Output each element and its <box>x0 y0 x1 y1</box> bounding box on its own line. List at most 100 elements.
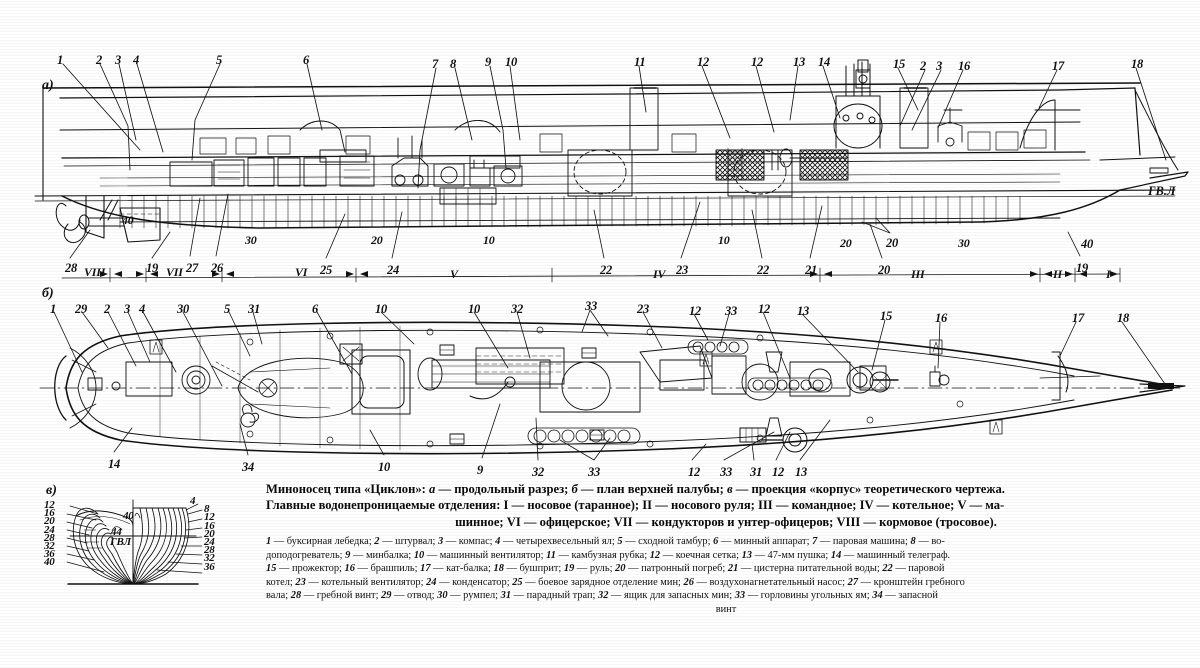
callout-number: 2 <box>104 302 111 316</box>
caption-title: Миноносец типа «Циклон»: <box>266 482 426 496</box>
waterline-label: ГВ.Л <box>1148 184 1176 198</box>
callout-number: 12 <box>697 55 710 69</box>
view-tag-v: в) <box>46 483 57 498</box>
view-tag-b: б) <box>42 286 54 301</box>
caption-b-text: — план верхней палубы; <box>577 482 727 496</box>
body-plan-station-label-right: 36 <box>204 560 215 573</box>
callout-number: 12 <box>758 302 771 316</box>
legend-line: котел; 23 — котельный вентилятор; 24 — к… <box>266 576 965 588</box>
callout-number: 9 <box>477 463 484 477</box>
legend-block: 1 — буксирная лебедка; 2 — штурвал; 3 — … <box>266 535 1186 616</box>
callout-number: 3 <box>115 53 122 67</box>
legend-line: 1 — буксирная лебедка; 2 — штурвал; 3 — … <box>266 536 945 548</box>
callout-number: 10 <box>378 460 391 474</box>
body-plan-station-label-right: 8 <box>204 503 210 516</box>
callout-number: 16 <box>958 59 971 73</box>
callout-number: 32 <box>511 302 524 316</box>
caption-a-letter: а <box>429 482 436 496</box>
callout-number: 18 <box>1131 57 1144 71</box>
compartment-roman-label: III <box>911 267 925 281</box>
callout-number: 32 <box>532 465 545 479</box>
callout-number: 26 <box>211 261 224 275</box>
callout-number: 19 <box>1076 261 1089 275</box>
callout-number: 33 <box>588 465 601 479</box>
body-plan-station-label-left: 36 <box>44 548 55 561</box>
callout-number: 13 <box>797 304 810 318</box>
body-plan-station-label-left: 12 <box>44 499 55 511</box>
callout-number: 1 <box>50 302 57 316</box>
callout-number: 33 <box>725 304 738 318</box>
callout-number: 17 <box>1072 311 1085 325</box>
compartment-roman-label: VI <box>295 265 308 279</box>
compartment-roman-label: II <box>1053 267 1062 281</box>
callout-number: 33 <box>720 465 733 479</box>
body-plan-station-label-right: 16 <box>204 519 215 532</box>
callout-number: 17 <box>1052 59 1065 73</box>
callout-number: 11 <box>634 55 646 69</box>
callout-number: 3 <box>936 59 943 73</box>
legend-line: вала; 28 — гребной винт; 29 — отвод; 30 … <box>266 590 938 602</box>
callout-number: 31 <box>248 302 261 316</box>
body-plan-station-label-right: 28 <box>204 544 215 557</box>
callout-number: 14 <box>818 55 831 69</box>
frame-number: 30 <box>958 236 970 250</box>
body-plan-station-label-left: 32 <box>44 540 55 552</box>
callout-number: 21 <box>805 263 818 277</box>
callout-number: 20 <box>878 263 891 277</box>
frame-number: 30 <box>245 233 257 247</box>
callout-number: 6 <box>303 53 310 67</box>
compartment-roman-label: VIII <box>84 265 106 279</box>
callout-number: 7 <box>432 57 439 71</box>
body-plan-station-label: 40 <box>123 510 134 522</box>
callout-number: 2 <box>920 59 927 73</box>
callout-number: 5 <box>224 302 231 316</box>
callout-number: 27 <box>186 261 199 275</box>
callout-number: 1 <box>57 53 64 67</box>
caption-line-1: Миноносец типа «Циклон»: а — продольный … <box>266 481 1186 497</box>
callout-number: 30 <box>177 302 190 316</box>
callout-number: 4 <box>139 302 146 316</box>
callout-number: 29 <box>75 302 88 316</box>
body-plan-station-label-left: 28 <box>44 531 55 544</box>
callout-number: 6 <box>312 302 319 316</box>
legend-line: винт <box>715 603 737 615</box>
body-plan-station-label-right: 4 <box>190 495 196 507</box>
legend-line: 15 — прожектор; 16 — брашпиль; 17 — кат-… <box>266 563 945 575</box>
callout-number: 14 <box>108 457 121 471</box>
body-plan-waterline-label: ГВЛ <box>110 536 131 548</box>
caption-v-letter: в <box>726 482 733 496</box>
callout-number: 12 <box>751 55 764 69</box>
caption-a-text: — продольный разрез; <box>435 482 572 496</box>
body-plan-station-label-left: 20 <box>44 515 55 528</box>
body-plan-station-label-right: 24 <box>204 536 215 548</box>
callout-number: 12 <box>688 465 701 479</box>
figure-caption: Миноносец типа «Циклон»: а — продольный … <box>266 481 1186 616</box>
body-plan-station-label-right: 20 <box>204 527 215 540</box>
view-tag-a: а) <box>42 78 54 93</box>
body-plan-station-label-left: 24 <box>44 523 55 536</box>
callout-number: 25 <box>320 263 333 277</box>
callout-number: 10 <box>375 302 388 316</box>
callout-number: 12 <box>772 465 785 479</box>
callout-number: 10 <box>468 302 481 316</box>
caption-line-3: шинное; VI — офицерское; VII — кондуктор… <box>455 514 997 529</box>
frame-number: 40 <box>122 213 134 227</box>
body-plan-station-label: 44 <box>111 526 122 538</box>
frame-number: 20 <box>840 236 852 250</box>
callout-number: 13 <box>795 465 808 479</box>
callout-number: 33 <box>585 299 598 313</box>
frame-number: 10 <box>718 233 730 247</box>
body-plan-station-label-left: 16 <box>44 507 55 520</box>
compartment-roman-label: IV <box>653 267 666 281</box>
callout-number: 22 <box>600 263 613 277</box>
compartment-roman-label: I <box>1106 267 1111 281</box>
callout-number: 13 <box>793 55 806 69</box>
callout-number: 16 <box>935 311 948 325</box>
body-plan-station-label-right: 32 <box>204 552 215 565</box>
caption-v-text: — проекция «корпус» теоретического черте… <box>732 482 1005 496</box>
callout-number: 2 <box>96 53 103 67</box>
body-plan-station-label-left: 40 <box>44 556 55 569</box>
frame-number: 20 <box>371 233 383 247</box>
callout-number: 4 <box>133 53 140 67</box>
